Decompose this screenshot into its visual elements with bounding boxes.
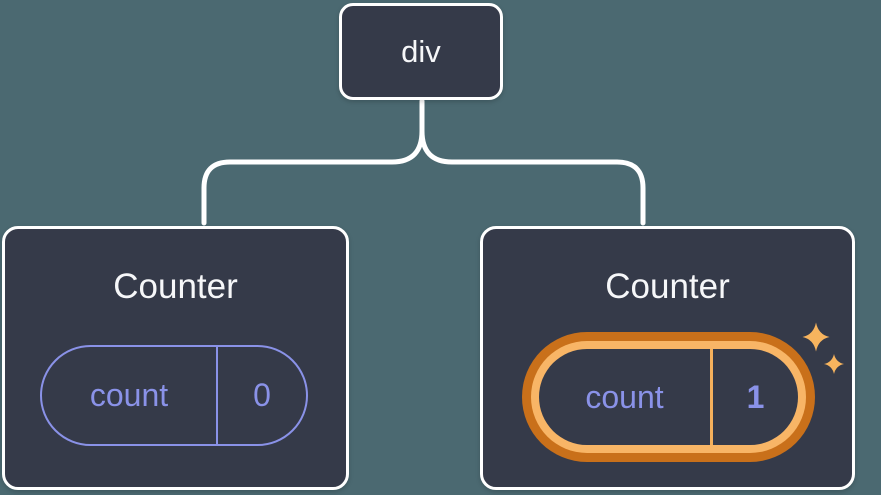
counter-title: Counter (113, 267, 238, 306)
pill-divider (216, 347, 218, 444)
root-node-label: div (401, 33, 441, 69)
state-pill: count 0 (40, 345, 308, 446)
pill-divider (710, 349, 713, 445)
connector-left-branch (201, 128, 425, 226)
state-value: 0 (253, 377, 271, 413)
counter-node-left: Counter count 0 (2, 226, 349, 490)
state-value: 1 (746, 378, 765, 415)
counter-node-right: Counter count 1 (480, 226, 855, 490)
counter-title: Counter (605, 267, 730, 306)
state-name-label: count (585, 378, 664, 415)
state-pill-highlighted: count 1 (539, 349, 798, 445)
state-pill-highlight-ring-inner: count 1 (531, 341, 806, 453)
connector-right-branch (419, 128, 646, 226)
state-pill-highlight-ring-outer: count 1 (522, 332, 815, 462)
state-name-label: count (89, 377, 169, 413)
root-node-div: div (339, 3, 503, 100)
